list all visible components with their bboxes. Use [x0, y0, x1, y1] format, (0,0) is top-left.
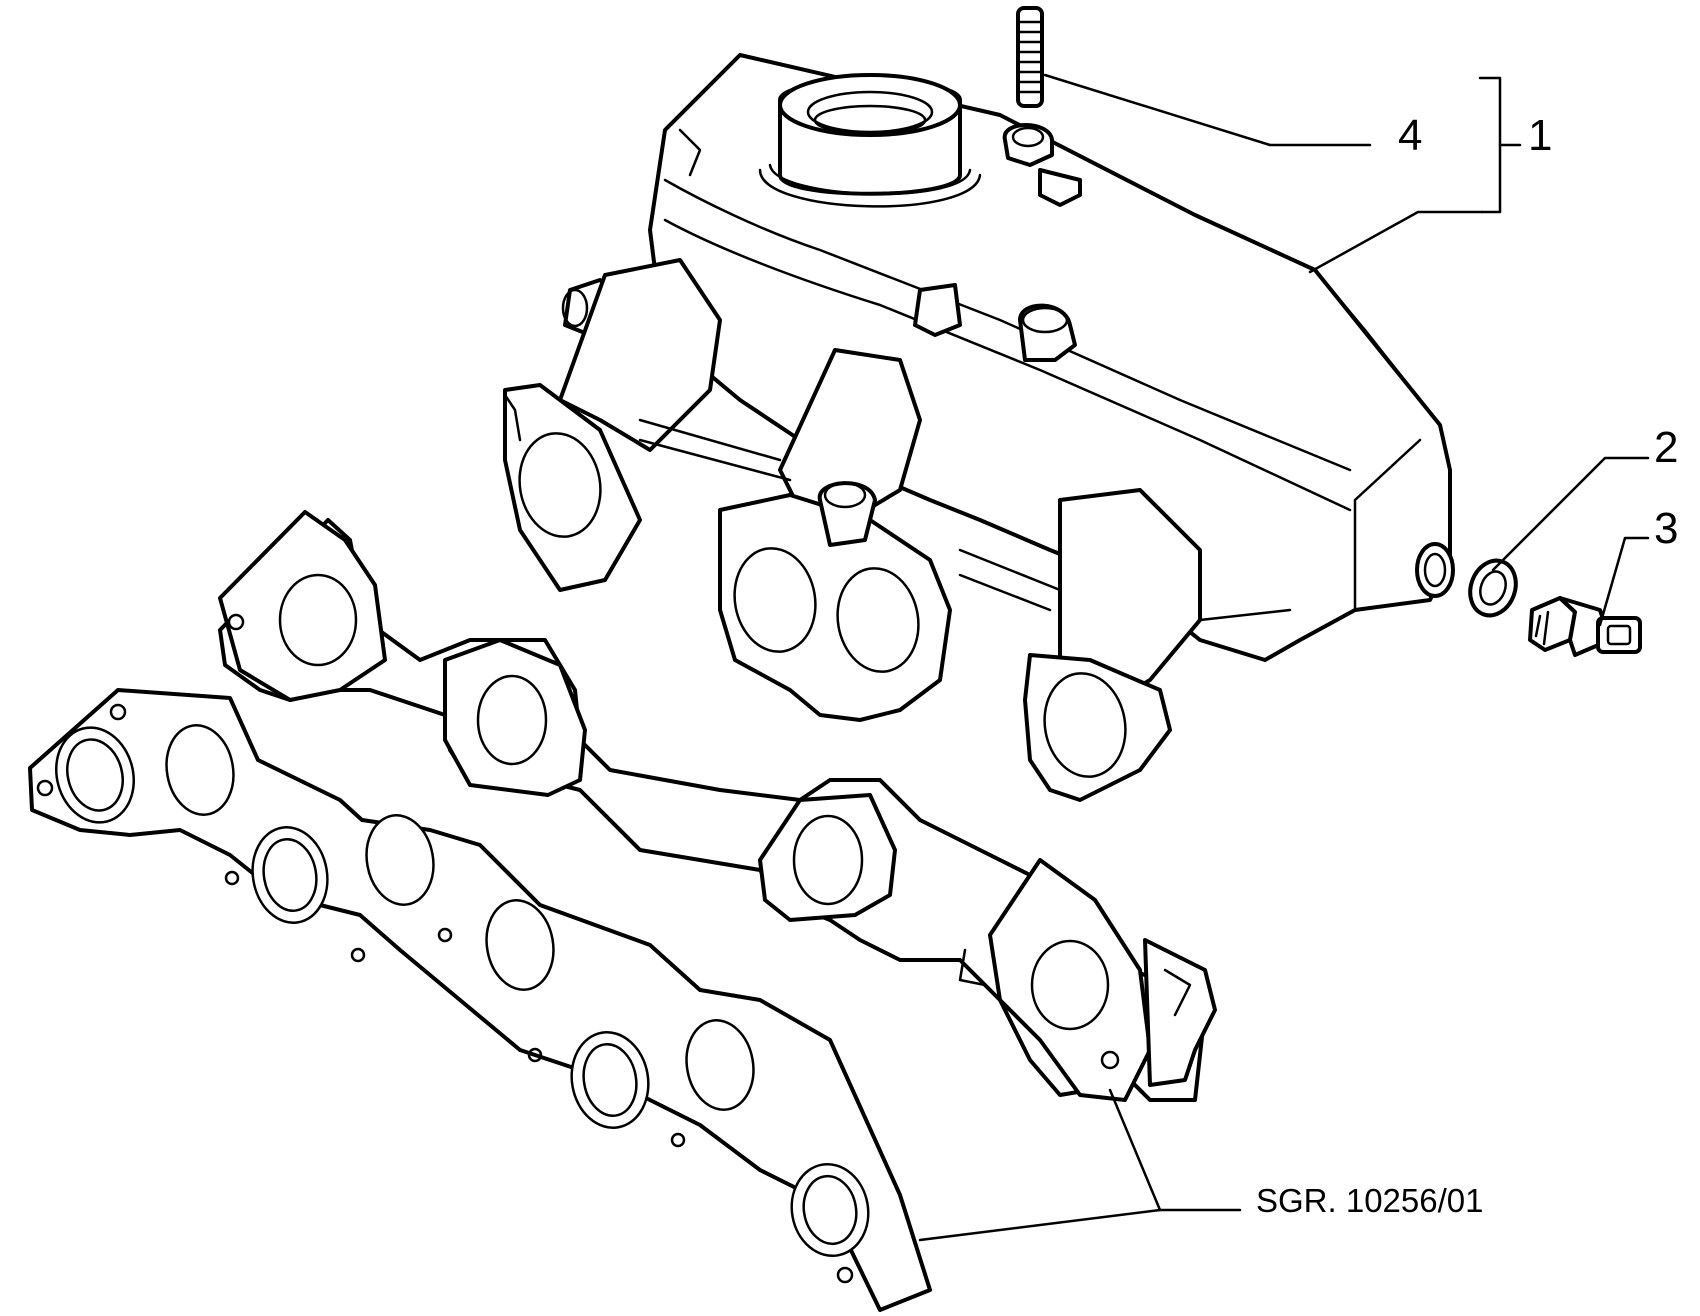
stud	[1016, 6, 1044, 108]
temperature-sensor	[1528, 596, 1642, 657]
leader-lines	[918, 73, 1650, 1242]
callout-1: 1	[1528, 111, 1552, 160]
manifold-gasket	[28, 688, 932, 1312]
callout-2: 2	[1654, 423, 1678, 472]
intake-manifold	[503, 53, 1455, 802]
exhaust-manifold	[218, 510, 1217, 1102]
callout-3: 3	[1654, 504, 1678, 553]
reference-code: SGR. 10256/01	[1256, 1182, 1484, 1219]
callout-4: 4	[1398, 111, 1422, 160]
sealing-washer	[1468, 558, 1518, 618]
